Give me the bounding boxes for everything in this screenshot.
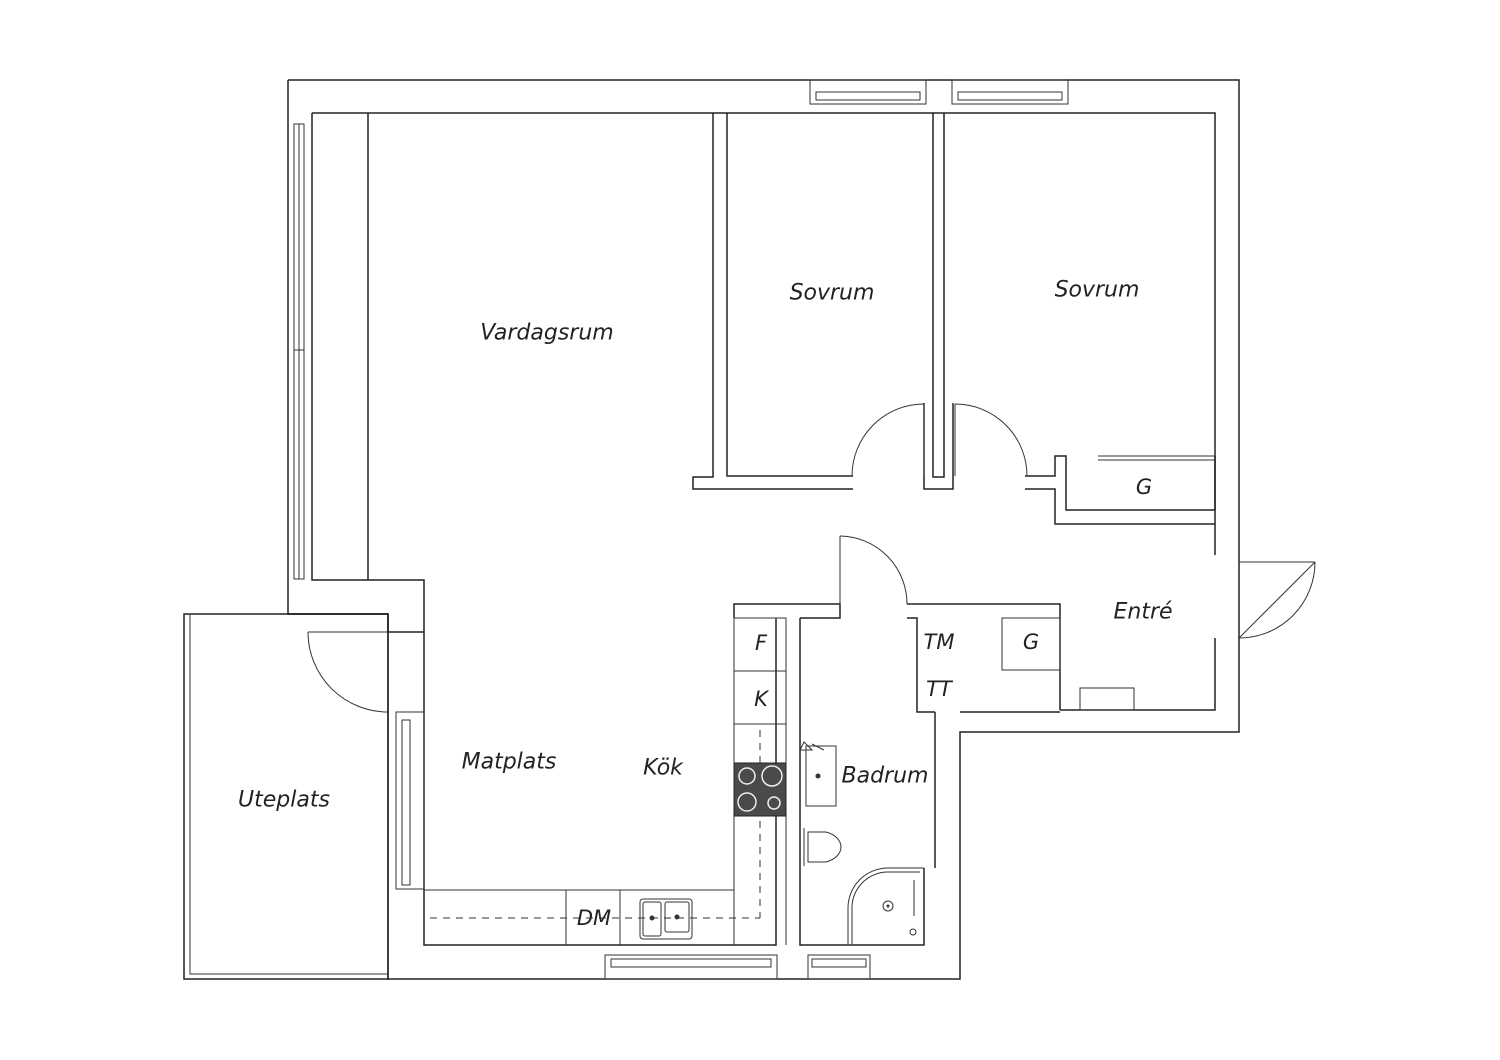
kitchen-sink — [639, 898, 693, 940]
windows — [293, 79, 1069, 980]
bedroom-door-2 — [954, 403, 1028, 477]
room-label-uteplats: Uteplats — [238, 787, 330, 813]
room-label-vardagsrum: Vardagsrum — [480, 320, 614, 346]
bathroom-sink — [799, 741, 837, 807]
dryer-label: TT — [926, 677, 952, 701]
patio-door — [307, 631, 389, 713]
room-label-matplats: Matplats — [461, 749, 557, 775]
freezer-label: K — [754, 687, 768, 711]
kitchen-counter — [424, 617, 787, 945]
room-label-kok: Kök — [643, 755, 683, 781]
washer-label: TM — [923, 630, 955, 654]
front-door — [1238, 561, 1316, 639]
room-label-badrum: Badrum — [841, 763, 929, 789]
bathroom-door — [839, 535, 908, 605]
wardrobe-label-entry: G — [1022, 630, 1040, 654]
fridge-label: F — [754, 631, 768, 655]
room-label-sovrum-2: Sovrum — [1054, 277, 1140, 303]
dishwasher-label: DM — [576, 906, 612, 930]
room-label-entre: Entré — [1113, 599, 1173, 625]
bathroom-walls — [733, 603, 1061, 713]
patio — [183, 613, 389, 980]
stove — [733, 762, 787, 817]
bedroom-walls — [692, 113, 1215, 525]
room-label-sovrum-1: Sovrum — [789, 280, 875, 306]
outer-walls — [287, 79, 1240, 980]
wardrobe-label-bedroom: G — [1135, 475, 1153, 499]
bedroom-door-1 — [851, 403, 925, 477]
toilet — [803, 828, 842, 866]
wardrobe-rail — [1001, 455, 1215, 711]
shower — [847, 867, 924, 944]
